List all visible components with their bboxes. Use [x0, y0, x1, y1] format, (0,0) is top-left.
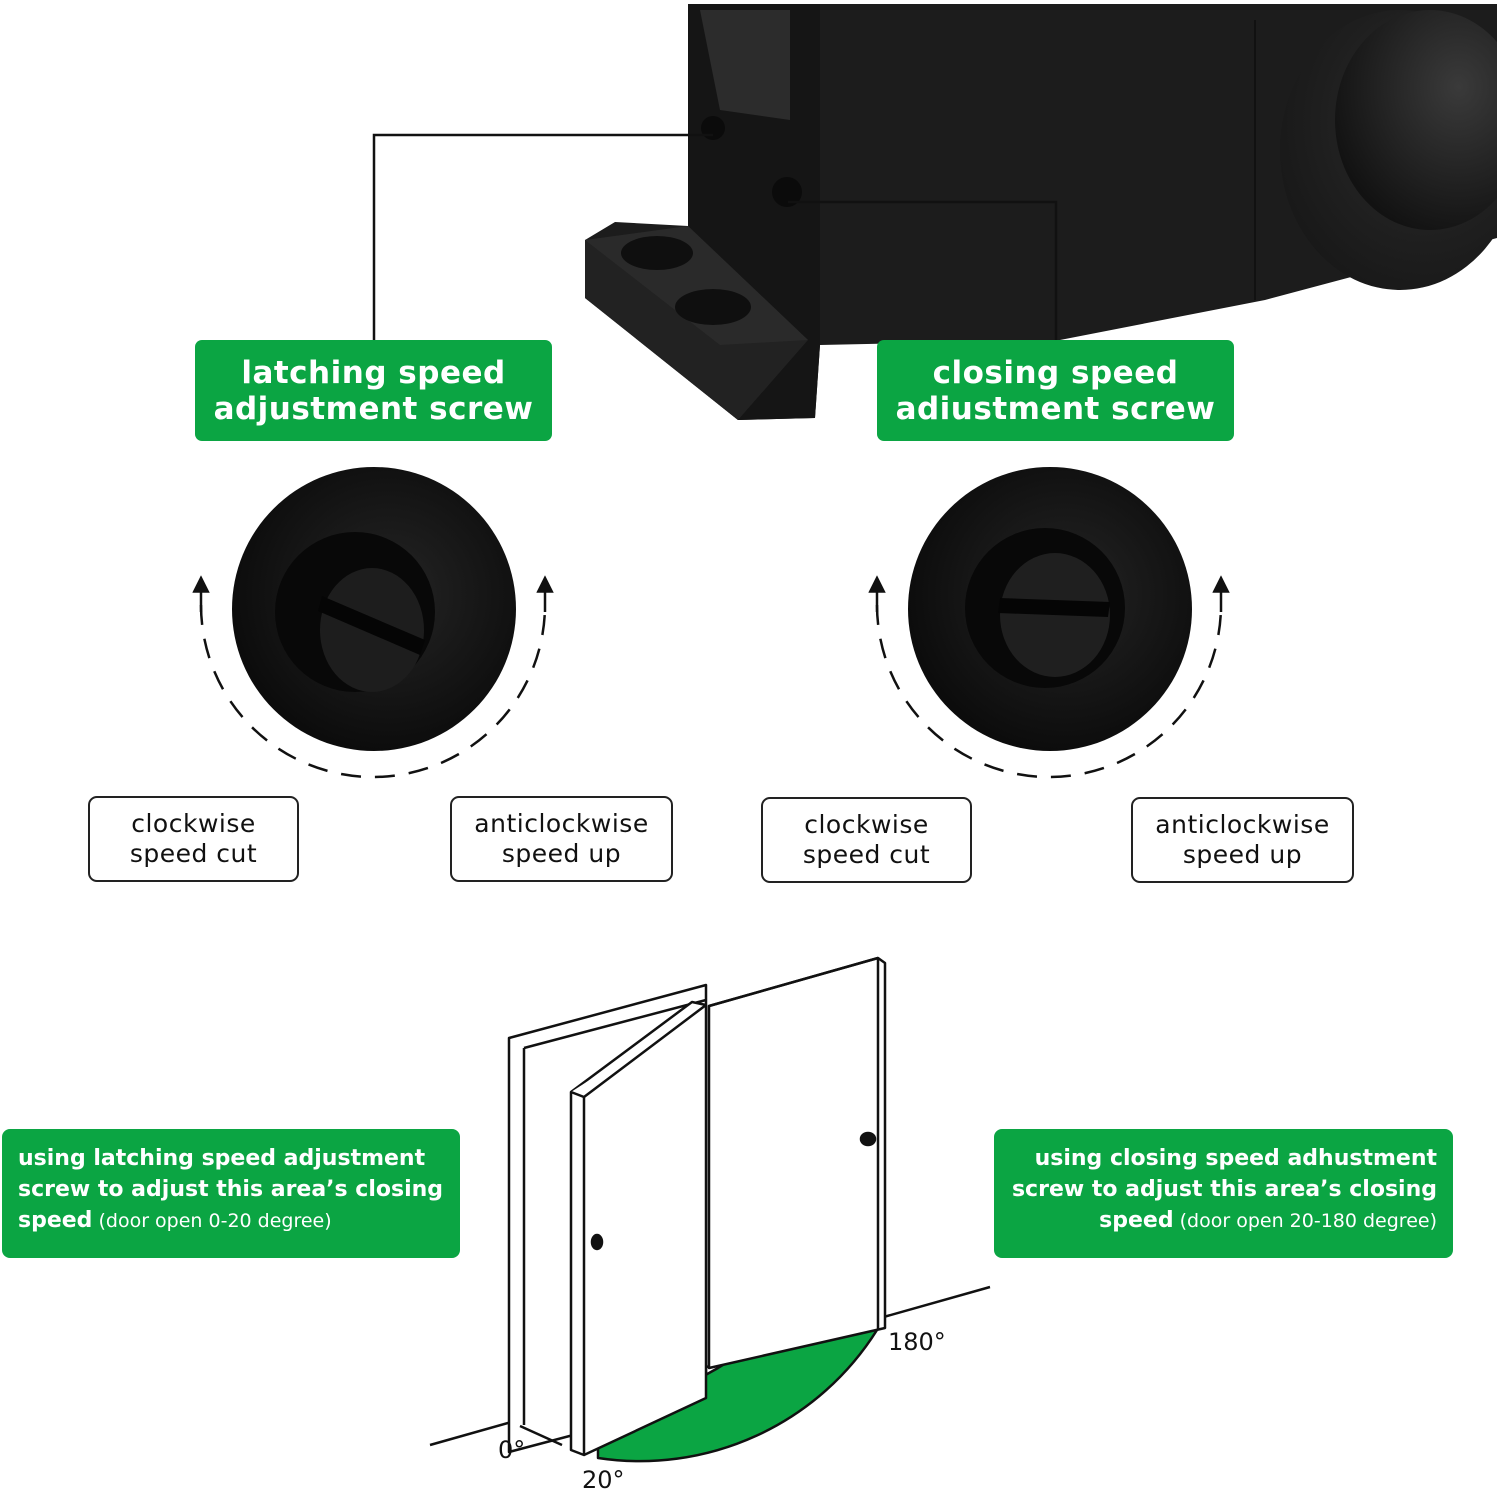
anticlockwise-speed-up-label: anticlockwise speed up — [450, 796, 673, 882]
callout-line: latching speed — [241, 354, 506, 391]
note-detail: (door open 0-20 degree) — [92, 1210, 332, 1232]
closing-screw-closeup — [908, 467, 1192, 751]
label-line: clockwise — [804, 810, 929, 839]
note-line: speed (door open 20-180 degree) — [1010, 1205, 1437, 1237]
note-bold: speed — [18, 1208, 93, 1233]
latching-speed-callout: latching speed adjustment screw — [195, 340, 552, 441]
latching-screw-closeup — [232, 467, 516, 751]
clockwise-speed-cut-label: clockwise speed cut — [88, 796, 299, 882]
label-line: anticlockwise — [1155, 810, 1330, 839]
callout-line: adjustment screw — [213, 390, 534, 427]
latching-leader-line — [372, 133, 713, 341]
closing-speed-callout: closing speed adiustment screw — [877, 340, 1234, 441]
door-closer-device — [585, 4, 1497, 420]
angle-180-label: 180° — [888, 1328, 946, 1356]
note-bold: speed — [1099, 1208, 1174, 1233]
note-line: speed (door open 0-20 degree) — [18, 1205, 444, 1237]
label-line: speed up — [501, 839, 622, 868]
note-line: screw to adjust this area’s closing — [18, 1177, 444, 1202]
anticlockwise-speed-up-label: anticlockwise speed up — [1131, 797, 1354, 883]
rotation-arc-left — [199, 604, 547, 779]
label-line: speed up — [1182, 840, 1303, 869]
closing-leader-line — [788, 200, 1058, 341]
rotation-arc-right — [875, 604, 1223, 779]
label-line: speed cut — [802, 840, 931, 869]
callout-line: closing speed — [932, 354, 1179, 391]
label-line: clockwise — [131, 809, 256, 838]
note-detail: (door open 20-180 degree) — [1173, 1210, 1437, 1232]
angle-0-label: 0° — [498, 1436, 526, 1464]
clockwise-speed-cut-label: clockwise speed cut — [761, 797, 972, 883]
latching-area-note: using latching speed adjustment screw to… — [2, 1129, 460, 1258]
note-line: using closing speed adhustment — [1034, 1146, 1437, 1171]
door-swing-diagram — [429, 956, 991, 1463]
label-line: anticlockwise — [474, 809, 649, 838]
note-line: screw to adjust this area’s closing — [1011, 1177, 1437, 1202]
callout-line: adiustment screw — [895, 390, 1216, 427]
closing-area-note: using closing speed adhustment screw to … — [994, 1129, 1453, 1258]
angle-20-label: 20° — [582, 1466, 625, 1494]
label-line: speed cut — [129, 839, 258, 868]
note-line: using latching speed adjustment — [18, 1146, 426, 1171]
